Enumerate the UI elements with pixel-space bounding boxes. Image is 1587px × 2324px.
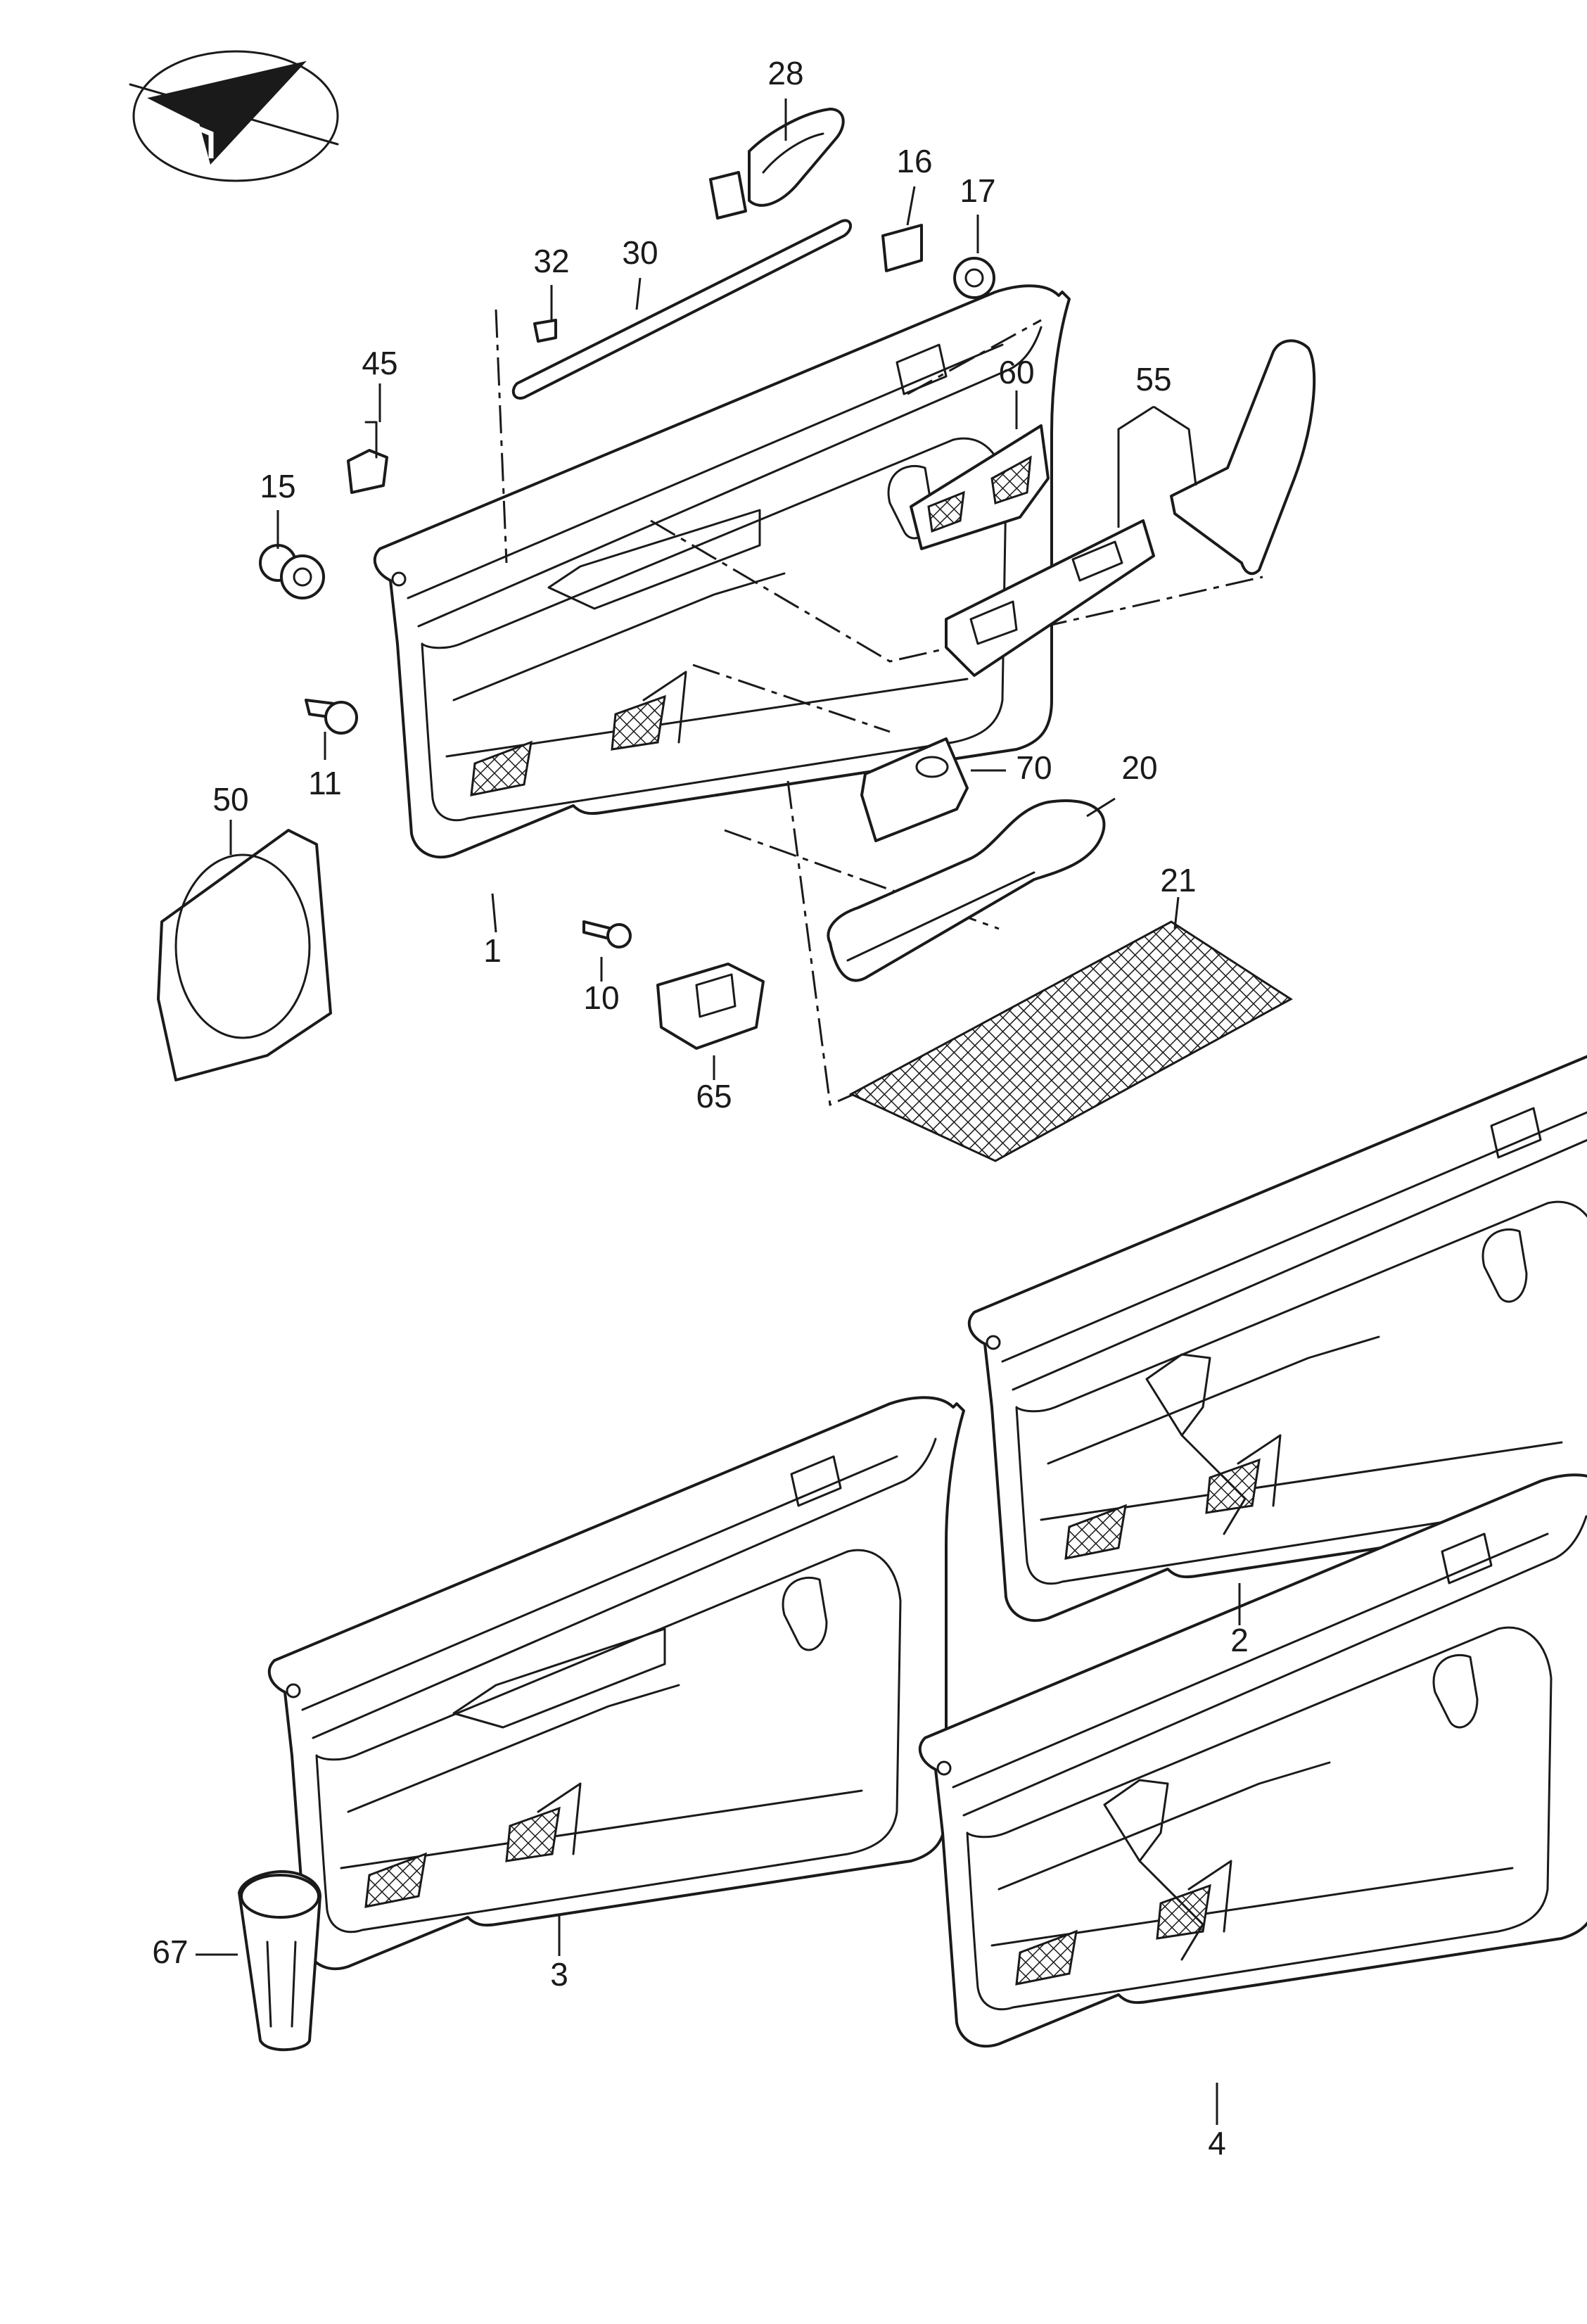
callout-30: 30 (622, 234, 658, 271)
part-45-bracket (347, 421, 388, 494)
door-panel-3 (267, 1396, 965, 1971)
part-28-handle (709, 108, 845, 220)
guide-line (692, 663, 891, 733)
part-55-switch-panel (945, 339, 1316, 677)
callout-55: 55 (1135, 361, 1171, 398)
part-16-nut (881, 224, 923, 272)
part-11-rivet (305, 699, 358, 735)
callout-65: 65 (696, 1078, 732, 1115)
part-50-speaker-ring (157, 829, 332, 1081)
door-panel-1 (373, 284, 1071, 859)
callout-60: 60 (998, 354, 1034, 390)
leader-lines (196, 99, 1241, 2125)
callout-45: 45 (362, 345, 397, 381)
part-20-pocket-liner (827, 799, 1106, 982)
callout-70: 70 (1016, 749, 1052, 786)
callout-1: 1 (483, 932, 502, 969)
part-67-cover (238, 1870, 321, 2052)
guide-line (650, 519, 1263, 663)
part-21-mat (848, 920, 1293, 1162)
part-60-grille (910, 424, 1050, 550)
callout-67: 67 (152, 1934, 188, 1970)
callout-17: 17 (960, 172, 995, 209)
callout-32: 32 (533, 243, 569, 279)
guide-line (907, 319, 1042, 395)
part-15-clip (259, 544, 325, 599)
part-30-trim-strip (511, 219, 852, 400)
callout-20: 20 (1121, 749, 1157, 786)
callout-15: 15 (260, 468, 295, 504)
callout-4: 4 (1208, 2125, 1226, 2161)
guide-line (495, 309, 508, 564)
callout-11: 11 (308, 765, 342, 801)
part-32-clip (533, 319, 557, 343)
callout-50: 50 (212, 781, 248, 818)
callout-16: 16 (896, 143, 932, 179)
door-panel-2 (967, 1048, 1587, 1623)
part-10-screw (582, 920, 632, 948)
orientation-arrow-icon (129, 50, 339, 182)
callout-21: 21 (1160, 862, 1196, 899)
part-17-clip (953, 257, 995, 299)
part-65-switch (656, 963, 765, 1050)
callout-28: 28 (767, 55, 803, 91)
callout-3: 3 (550, 1956, 568, 1993)
callout-labels: 28 16 17 32 30 45 60 55 15 11 50 70 20 2… (152, 55, 1248, 2161)
callout-2: 2 (1230, 1622, 1249, 1658)
callout-10: 10 (583, 979, 619, 1016)
part-70-cupholder (860, 737, 969, 842)
door-panel-4 (918, 1473, 1587, 2048)
